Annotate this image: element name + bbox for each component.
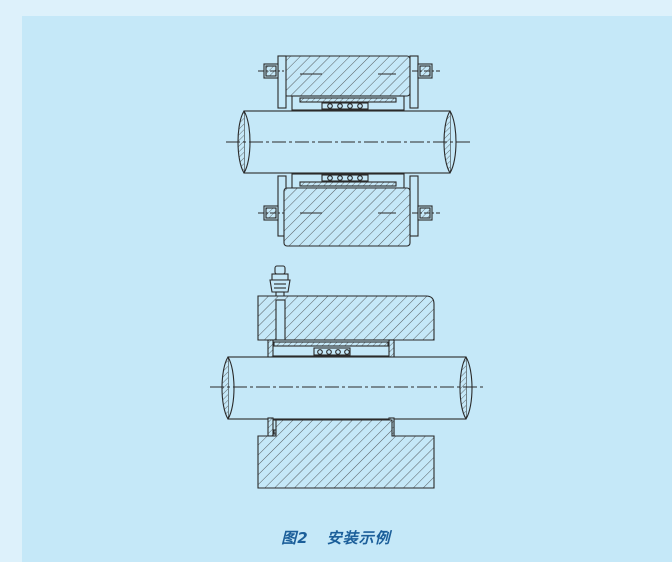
figure-caption: 图2 安装示例: [0, 527, 672, 548]
bolt-lower-left: [258, 205, 284, 221]
bolt-upper-right: [412, 63, 440, 79]
bottom-assembly: [210, 265, 486, 489]
figure-title: 安装示例: [326, 529, 391, 547]
top-lower-hub: [283, 187, 411, 247]
top-upper-hub: [283, 55, 411, 97]
bottom-lower-housing: [257, 419, 435, 489]
bolt-upper-left: [258, 63, 284, 79]
top-assembly: [226, 55, 470, 247]
figure-number: 图2: [281, 529, 309, 547]
bottom-shaft: [227, 356, 467, 420]
bolt-lower-right: [412, 205, 440, 221]
